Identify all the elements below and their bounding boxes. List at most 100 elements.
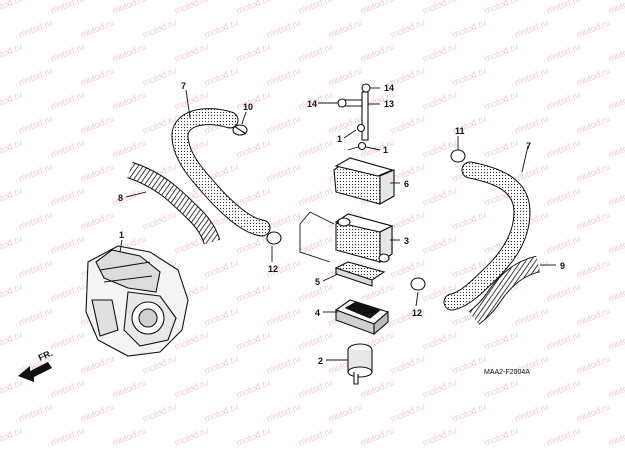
- watermark-text: motod.ru: [203, 305, 240, 328]
- watermark-text: motod.ru: [49, 233, 86, 256]
- watermark-text: motod.ru: [545, 329, 582, 352]
- watermark-text: motod.ru: [235, 41, 272, 64]
- front-direction-arrow: [18, 362, 52, 382]
- watermark-text: motod.ru: [483, 0, 520, 16]
- watermark-text: motod.ru: [389, 401, 426, 424]
- watermark-text: motod.ru: [265, 305, 302, 328]
- watermark-text: motod.ru: [49, 41, 86, 64]
- watermark-text: motod.ru: [265, 161, 302, 184]
- watermark-text: motod.ru: [389, 65, 426, 88]
- watermark-text: motod.ru: [0, 41, 24, 64]
- callout-14-left: 14: [307, 99, 317, 109]
- watermark-text: motod.ru: [141, 353, 178, 376]
- watermark-text: motod.ru: [483, 425, 520, 448]
- watermark-text: motod.ru: [451, 17, 488, 40]
- watermark-text: motod.ru: [79, 161, 116, 184]
- watermark-text: motod.ru: [235, 137, 272, 160]
- watermark-text: motod.ru: [49, 425, 86, 448]
- watermark-text: motod.ru: [421, 329, 458, 352]
- watermark-text: motod.ru: [111, 89, 148, 112]
- watermark-text: motod.ru: [0, 233, 24, 256]
- watermark-text: motod.ru: [359, 425, 396, 448]
- watermark-text: motod.ru: [173, 0, 210, 16]
- callout-6: 6: [404, 179, 409, 189]
- watermark-text: motod.ru: [0, 377, 24, 400]
- watermark-text: motod.ru: [173, 41, 210, 64]
- watermark-text: motod.ru: [607, 329, 625, 352]
- filter-5: [334, 261, 386, 287]
- watermark-text: motod.ru: [575, 305, 612, 328]
- watermark-text: motod.ru: [111, 0, 148, 16]
- watermark-text: motod.ru: [575, 353, 612, 376]
- watermark-text: motod.ru: [235, 377, 272, 400]
- watermark-text: motod.ru: [0, 185, 24, 208]
- bracket-13: [337, 83, 371, 151]
- watermark-text: motod.ru: [79, 401, 116, 424]
- watermark-text: motod.ru: [235, 233, 272, 256]
- watermark-text: motod.ru: [17, 401, 54, 424]
- watermark-text: motod.ru: [265, 209, 302, 232]
- callout-10: 10: [243, 102, 253, 112]
- watermark-text: motod.ru: [545, 185, 582, 208]
- watermark-text: motod.ru: [111, 425, 148, 448]
- watermark-text: motod.ru: [421, 425, 458, 448]
- watermark-text: motod.ru: [173, 377, 210, 400]
- callout-7-right: 7: [526, 141, 531, 151]
- watermark-text: motod.ru: [235, 329, 272, 352]
- watermark-text: motod.ru: [17, 305, 54, 328]
- watermark-text: motod.ru: [359, 281, 396, 304]
- watermark-text: motod.ru: [0, 329, 24, 352]
- watermark-text: motod.ru: [203, 257, 240, 280]
- watermark-text: motod.ru: [575, 17, 612, 40]
- watermark-text: motod.ru: [575, 401, 612, 424]
- callout-12-right: 12: [412, 308, 422, 318]
- watermark-text: motod.ru: [607, 425, 625, 448]
- watermark-text: motod.ru: [359, 41, 396, 64]
- watermark-text: motod.ru: [297, 425, 334, 448]
- watermark-text: motod.ru: [359, 0, 396, 16]
- clip-11: [450, 149, 466, 163]
- watermark-text: motod.ru: [389, 113, 426, 136]
- watermark-text: motod.ru: [327, 401, 364, 424]
- callout-leaders: [119, 87, 556, 361]
- watermark-text: motod.ru: [203, 353, 240, 376]
- watermark-text: motod.ru: [235, 0, 272, 16]
- watermark-text: motod.ru: [297, 185, 334, 208]
- watermark-text: motod.ru: [389, 209, 426, 232]
- watermark-text: motod.ru: [421, 41, 458, 64]
- watermark-text: motod.ru: [483, 41, 520, 64]
- callout-12-left: 12: [268, 264, 278, 274]
- watermark-text: motod.ru: [0, 0, 24, 16]
- watermark-text: motod.ru: [545, 137, 582, 160]
- watermark-text: motod.ru: [545, 233, 582, 256]
- watermark-text: motod.ru: [483, 377, 520, 400]
- watermark-text: motod.ru: [0, 89, 24, 112]
- watermark-text: motod.ru: [297, 41, 334, 64]
- watermark-text: motod.ru: [79, 113, 116, 136]
- watermark-text: motod.ru: [483, 89, 520, 112]
- watermark-text: motod.ru: [141, 65, 178, 88]
- watermark-text: motod.ru: [265, 65, 302, 88]
- watermark-text: motod.ru: [111, 41, 148, 64]
- mount-2: [347, 343, 373, 385]
- watermark-text: motod.ru: [203, 65, 240, 88]
- watermark-text: motod.ru: [265, 17, 302, 40]
- clip-10: [232, 124, 248, 136]
- watermark-text: motod.ru: [575, 161, 612, 184]
- callout-14-right: 14: [384, 83, 394, 93]
- watermark-text: motod.ru: [451, 353, 488, 376]
- watermark-text: motod.ru: [327, 65, 364, 88]
- watermark-text: motod.ru: [483, 137, 520, 160]
- clip-12-right: [410, 277, 426, 291]
- callout-2: 2: [318, 356, 323, 366]
- watermark-text: motod.ru: [421, 233, 458, 256]
- watermark-text: motod.ru: [513, 161, 550, 184]
- watermark-text: motod.ru: [513, 401, 550, 424]
- watermark-text: motod.ru: [17, 209, 54, 232]
- watermark-text: motod.ru: [111, 137, 148, 160]
- watermark-text: motod.ru: [265, 113, 302, 136]
- watermark-text: motod.ru: [575, 257, 612, 280]
- watermark-text: motod.ru: [49, 185, 86, 208]
